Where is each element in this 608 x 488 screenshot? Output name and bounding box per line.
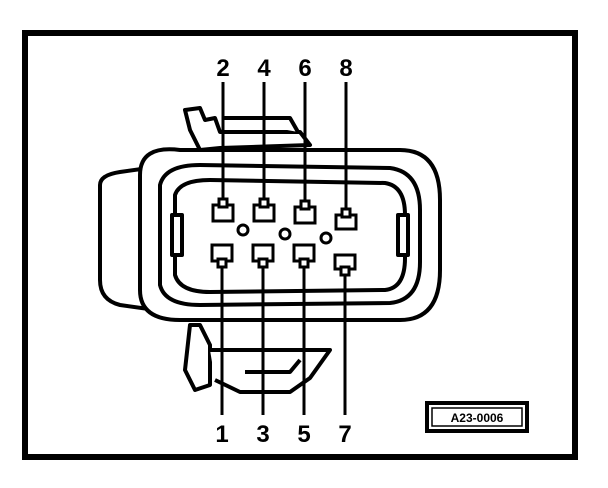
clip-bottom (183, 323, 332, 394)
pin-label-7: 7 (338, 421, 351, 448)
terminals (210, 197, 358, 277)
pin-label-2: 2 (216, 55, 229, 82)
terminal-8 (334, 207, 358, 231)
pin-label-5: 5 (297, 421, 310, 448)
terminal-2 (211, 197, 235, 223)
coding-hole (278, 227, 292, 241)
pin-label-6: 6 (298, 55, 311, 82)
leader-lines (220, 82, 348, 415)
coding-hole (236, 223, 250, 237)
coding-hole (319, 231, 333, 245)
terminal-5 (292, 243, 316, 269)
pin-label-4: 4 (257, 55, 271, 82)
latch-top (183, 106, 312, 152)
connector-housing (98, 147, 442, 322)
reference-code-box: A23-0006 (425, 401, 529, 433)
pin-label-1: 1 (215, 421, 228, 448)
terminal-3 (251, 243, 275, 269)
terminal-6 (293, 199, 317, 225)
terminal-1 (210, 243, 234, 269)
terminal-4 (252, 197, 276, 223)
terminal-7 (333, 253, 357, 277)
reference-code: A23-0006 (451, 411, 504, 425)
pin-label-8: 8 (339, 55, 352, 82)
pin-label-3: 3 (256, 421, 269, 448)
